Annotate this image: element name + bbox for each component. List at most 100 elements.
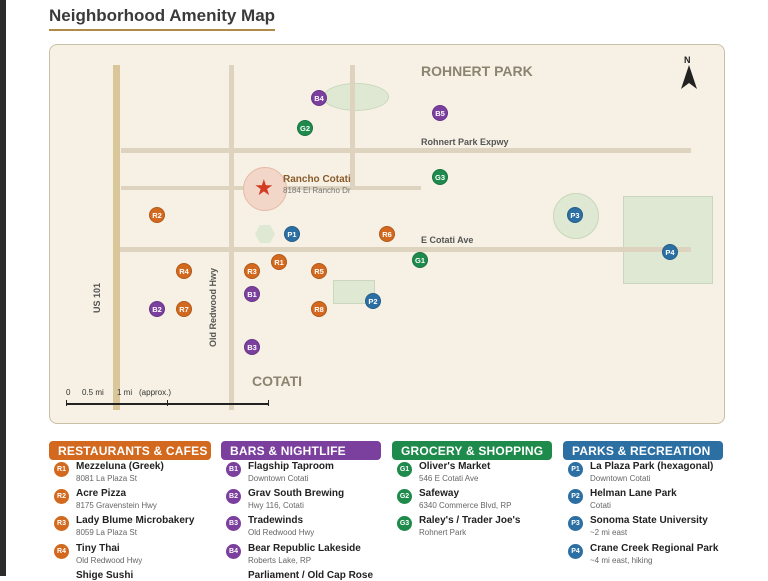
legend-header-grocery: GROCERY & SHOPPING (392, 441, 552, 460)
marker-b2[interactable]: B2 (149, 301, 165, 317)
highway-us101 (113, 65, 120, 410)
scale-label-one: 1 mi (117, 388, 133, 397)
rancho-highlight-ring (243, 167, 287, 211)
scale-label-zero: 0 (66, 388, 71, 397)
marker-g1[interactable]: G1 (412, 252, 428, 268)
legend-marker-b4: B4 (226, 544, 241, 559)
park-rect-helman (333, 280, 375, 304)
plaza-hexagon (255, 225, 275, 243)
legend-name-b2: Grav South Brewing (248, 488, 345, 499)
north-arrow-shape (681, 65, 697, 89)
road-label-cotati-ave: E Cotati Ave (421, 235, 474, 245)
legend-marker-g3: G3 (397, 516, 412, 531)
legend-desc-g2: 6340 Commerce Blvd, RP (419, 501, 512, 510)
legend-marker-r4: R4 (54, 544, 69, 559)
legend-desc-r1: 8081 La Plaza St (76, 474, 137, 483)
legend-marker-b2: B2 (226, 489, 241, 504)
legend-marker-p4: P4 (568, 544, 583, 559)
legend-header-parks: PARKS & RECREATION (563, 441, 723, 460)
highlight-name: Rancho Cotati (283, 174, 351, 185)
scale-tick-2 (268, 400, 269, 406)
legend-name-b4: Bear Republic Lakeside (248, 543, 361, 554)
page-title: Neighborhood Amenity Map (49, 6, 276, 31)
park-rect-east (623, 196, 713, 284)
legend-marker-b1: B1 (226, 462, 241, 477)
marker-b3[interactable]: B3 (244, 339, 260, 355)
highlight-address: 8184 El Rancho Dr (283, 186, 351, 195)
campus-circle (553, 193, 599, 239)
road-expwy (121, 148, 691, 153)
road-cotati-ave (116, 247, 691, 252)
legend-desc-p2: Cotati (590, 501, 611, 510)
marker-r3[interactable]: R3 (244, 263, 260, 279)
road-label-us101: US 101 (92, 282, 102, 313)
marker-g3[interactable]: G3 (432, 169, 448, 185)
scale-bar: 0 0.5 mi 1 mi (approx.) (66, 388, 276, 408)
scale-note: (approx.) (139, 388, 172, 397)
legend-desc-p4: ~4 mi east, hiking (590, 556, 653, 565)
legend-name-p1: La Plaza Park (hexagonal) (590, 461, 714, 472)
park-ellipse-north (323, 83, 389, 111)
legend-marker-r3: R3 (54, 516, 69, 531)
legend-name-p4: Crane Creek Regional Park (590, 543, 719, 554)
marker-r7[interactable]: R7 (176, 301, 192, 317)
legend-desc-b2: Hwy 116, Cotati (248, 501, 304, 510)
legend-marker-g2: G2 (397, 489, 412, 504)
marker-r6[interactable]: R6 (379, 226, 395, 242)
road-label-old-redwood: Old Redwood Hwy (208, 267, 218, 347)
legend-desc-g3: Rohnert Park (419, 528, 467, 537)
window-edge (0, 0, 6, 576)
legend-name-g1: Oliver's Market (419, 461, 491, 472)
marker-b1[interactable]: B1 (244, 286, 260, 302)
area-label-cotati: COTATI (252, 373, 303, 389)
legend-header-bars: BARS & NIGHTLIFE (221, 441, 381, 460)
marker-p1[interactable]: P1 (284, 226, 300, 242)
legend-desc-r3: 8059 La Plaza St (76, 528, 137, 537)
marker-r4[interactable]: R4 (176, 263, 192, 279)
marker-r2[interactable]: R2 (149, 207, 165, 223)
legend-desc-p3: ~2 mi east (590, 528, 628, 537)
legend-desc-b1: Downtown Cotati (248, 474, 309, 483)
road-north-south (350, 65, 355, 187)
legend-desc-r2: 8175 Gravenstein Hwy (76, 501, 157, 510)
legend-name-p2: Helman Lane Park (590, 488, 677, 499)
marker-b5[interactable]: B5 (432, 105, 448, 121)
legend-marker-b3: B3 (226, 516, 241, 531)
legend-marker-r1: R1 (54, 462, 69, 477)
north-arrow-icon: N (680, 55, 698, 91)
road-label-expwy: Rohnert Park Expwy (421, 137, 509, 147)
legend-name-r3: Lady Blume Microbakery (76, 515, 195, 526)
marker-r8[interactable]: R8 (311, 301, 327, 317)
legend-name-g2: Safeway (419, 488, 460, 499)
legend-name-b3: Tradewinds (248, 515, 304, 526)
marker-p2[interactable]: P2 (365, 293, 381, 309)
north-label: N (684, 55, 691, 65)
legend-desc-r4: Old Redwood Hwy (76, 556, 143, 565)
legend-name-g3: Raley's / Trader Joe's (419, 515, 521, 526)
legend-desc-b4: Roberts Lake, RP (248, 556, 312, 565)
marker-p4[interactable]: P4 (662, 244, 678, 260)
legend-name-r4: Tiny Thai (76, 543, 120, 554)
legend-marker-p1: P1 (568, 462, 583, 477)
marker-p3[interactable]: P3 (567, 207, 583, 223)
scale-tick-0 (66, 400, 67, 406)
legend-marker-r2: R2 (54, 489, 69, 504)
marker-r5[interactable]: R5 (311, 263, 327, 279)
legend-marker-p2: P2 (568, 489, 583, 504)
legend-desc-b3: Old Redwood Hwy (248, 528, 315, 537)
marker-g2[interactable]: G2 (297, 120, 313, 136)
scale-tick-1 (167, 400, 168, 406)
marker-b4[interactable]: B4 (311, 90, 327, 106)
area-label-rohnert-park: ROHNERT PARK (421, 63, 533, 79)
legend-header-restaurants: RESTAURANTS & CAFES (49, 441, 211, 460)
star-icon[interactable]: ★ (254, 175, 274, 200)
legend-name-r2: Acre Pizza (76, 488, 127, 499)
legend-marker-p3: P3 (568, 516, 583, 531)
map-panel[interactable]: ★ Rancho Cotati 8184 El Rancho Dr ROHNER… (49, 44, 725, 424)
legend-name-p3: Sonoma State University (590, 515, 708, 526)
legend-desc-g1: 546 E Cotati Ave (419, 474, 479, 483)
legend-name-r1: Mezzeluna (Greek) (76, 461, 164, 472)
marker-r1[interactable]: R1 (271, 254, 287, 270)
legend-desc-p1: Downtown Cotati (590, 474, 651, 483)
road-old-redwood (229, 65, 234, 410)
